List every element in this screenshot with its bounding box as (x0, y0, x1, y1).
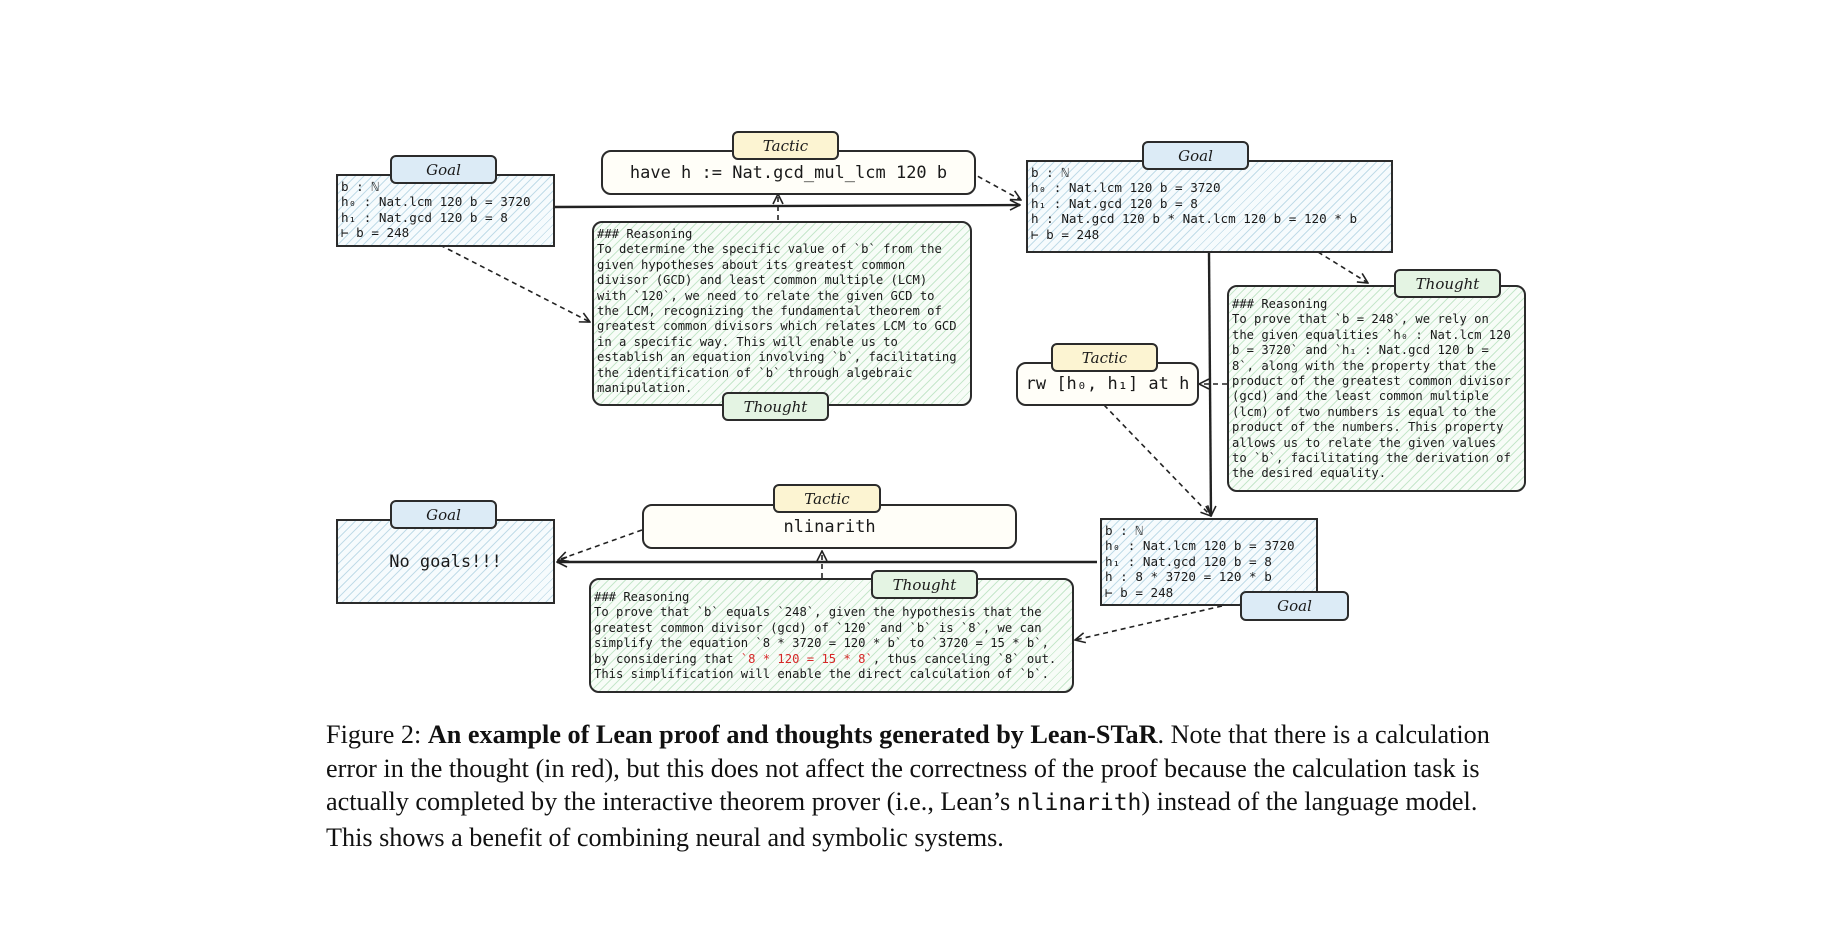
edge-goal2-to-thought2 (1317, 251, 1368, 283)
goal-box-1: b : ℕ h₀ : Nat.lcm 120 b = 3720 h₁ : Nat… (336, 174, 555, 247)
thought-tag-2: Thought (1394, 269, 1501, 298)
tactic-tag-2: Tactic (1051, 343, 1158, 372)
goal-tag-2: Goal (1142, 141, 1249, 170)
caption-text-2: ) instead of the language model. This sh… (326, 787, 1478, 852)
tactic-1-code: have h := Nat.gcd_mul_lcm 120 b (629, 162, 948, 183)
caption-label: Figure 2: (326, 720, 422, 749)
tactic-tag-3: Tactic (773, 484, 881, 513)
tactic-2-code: rw [h₀, h₁] at h (1025, 374, 1190, 394)
tactic-3-code: nlinarith (783, 516, 876, 537)
tactic-tag-1: Tactic (732, 131, 839, 160)
thought-1-text: ### Reasoning To determine the specific … (597, 227, 957, 396)
thought-tag-3: Thought (871, 570, 978, 599)
caption-text-1: . Note that there is a calculation error… (326, 720, 1490, 816)
goal-tag-3: Goal (1240, 591, 1349, 621)
goal-3-text: b : ℕ h₀ : Nat.lcm 120 b = 3720 h₁ : Nat… (1105, 523, 1295, 600)
edge-tactic1-to-goal2 (969, 171, 1021, 200)
edge-tactic2-to-goal3 (1103, 404, 1211, 516)
edge-tactic3-to-goal4 (558, 529, 643, 560)
goal-2-text: b : ℕ h₀ : Nat.lcm 120 b = 3720 h₁ : Nat… (1031, 165, 1358, 242)
caption-code: nlinarith (1016, 790, 1142, 816)
goal-tag-4: Goal (390, 500, 497, 529)
thought-box-2: ### Reasoning To prove that `b = 248`, w… (1227, 285, 1526, 492)
goal-box-2: b : ℕ h₀ : Nat.lcm 120 b = 3720 h₁ : Nat… (1026, 160, 1393, 253)
goal-tag-1: Goal (390, 155, 497, 184)
thought-box-1: ### Reasoning To determine the specific … (592, 221, 972, 406)
thought-tag-1: Thought (722, 392, 829, 421)
no-goals-text: No goals!!! (389, 551, 502, 572)
edge-goal2-to-goal3 (1209, 252, 1211, 516)
edge-goal3-to-thought3 (1075, 605, 1223, 640)
thought-3-text: ### Reasoning To prove that `b` equals `… (594, 590, 1057, 682)
thought-2-text: ### Reasoning To prove that `b = 248`, w… (1232, 297, 1511, 481)
calculation-error-text: `8 * 120 = 15 * 8` (740, 651, 873, 666)
goal-1-text: b : ℕ h₀ : Nat.lcm 120 b = 3720 h₁ : Nat… (341, 179, 531, 241)
goal-box-4: No goals!!! (336, 519, 555, 604)
edge-goal1-to-goal2 (553, 205, 1020, 207)
thought-box-3: ### Reasoning To prove that `b` equals `… (589, 578, 1074, 693)
caption-title: An example of Lean proof and thoughts ge… (427, 720, 1158, 749)
tactic-box-3: nlinarith (642, 504, 1017, 549)
edge-goal1-to-thought1 (439, 244, 590, 322)
figure-caption: Figure 2: An example of Lean proof and t… (326, 718, 1522, 854)
